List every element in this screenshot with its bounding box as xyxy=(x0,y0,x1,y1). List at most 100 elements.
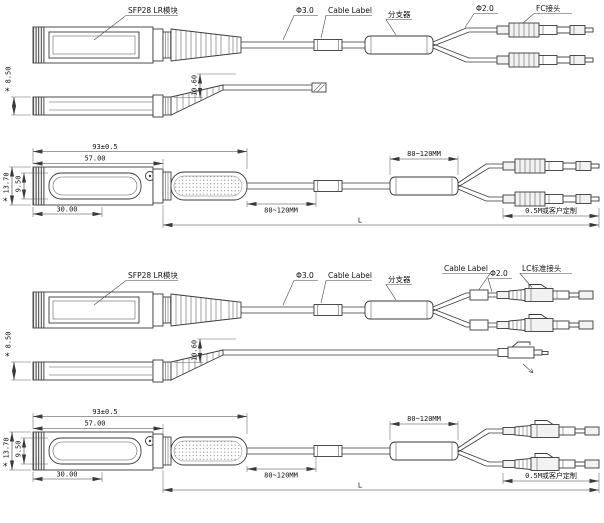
ext-overall-module xyxy=(32,413,248,434)
callout-splitter: 分支器 xyxy=(388,9,411,19)
lc-branch-fibers xyxy=(432,292,497,328)
lc-connector-lower xyxy=(496,314,594,332)
dim-inner-width: 9.50 xyxy=(15,176,23,193)
dim-housing-length: 57.00 xyxy=(84,420,105,428)
leader-cable-label2 xyxy=(442,273,491,290)
lc-side-view: 10.60 8.50 * xyxy=(5,332,549,383)
lc-boot-top-view xyxy=(170,293,242,327)
dim-overall-module: 93±0.5 xyxy=(92,408,117,416)
lc-boot-dim-view xyxy=(170,436,248,466)
callout-connector: FC接头 xyxy=(536,3,561,13)
fc-boot-dim-view xyxy=(170,171,248,201)
fc-cable-label-sleeve xyxy=(313,39,343,51)
fc-connector-lower xyxy=(496,52,594,68)
fc-dim-label-sleeve xyxy=(313,180,343,192)
dim-front-length: 30.00 xyxy=(56,471,77,479)
lc-dim-branch-fibers xyxy=(457,428,503,467)
fc-module-dim-view xyxy=(32,166,172,206)
lc-branch-sleeve-lower xyxy=(469,319,489,331)
lc-main-cable xyxy=(241,306,365,314)
dim-front-length: 30.00 xyxy=(56,206,77,214)
leader-module xyxy=(93,15,178,41)
lc-branch-sleeve-upper xyxy=(469,289,489,301)
dim-branch-length: 80~120MM xyxy=(407,415,441,423)
leader-splitter xyxy=(385,19,412,36)
dim-module-height-star: * xyxy=(5,87,10,97)
dim-module-height: 8.50 xyxy=(5,67,13,84)
lc-dim-splitter xyxy=(389,441,459,461)
lc-dim-cable xyxy=(247,447,390,455)
callout-cable-diameter: Φ3.0 xyxy=(296,271,314,280)
ext-label-distance xyxy=(246,457,317,472)
dim-total-length: L xyxy=(358,217,362,225)
fc-connector-upper xyxy=(496,22,594,38)
callout-cable-label2: Cable Label xyxy=(444,264,488,273)
dim-module-width-star: * xyxy=(3,462,8,472)
dim-inner-width: 9.50 xyxy=(15,441,23,458)
lc-dim-connector-lower xyxy=(502,453,600,471)
dim-module-width: 13.70 xyxy=(3,172,11,193)
callout-cable-label: Cable Label xyxy=(328,271,372,280)
fc-dim-splitter xyxy=(389,176,459,196)
callout-cable-diameter: Φ3.0 xyxy=(296,6,314,15)
lc-side-latch xyxy=(511,341,531,348)
dim-tail-length: 0.5M或客户定制 xyxy=(525,206,577,215)
fc-boot-top-view xyxy=(170,28,242,62)
fc-module-top-view xyxy=(32,26,172,64)
callout-cable-label: Cable Label xyxy=(328,6,372,15)
lc-side-connector-body xyxy=(507,346,535,359)
fc-dim-branch-fibers xyxy=(457,163,503,202)
lc-top-view: SFP28 LR模块 Φ3.0 Cable Label 分支器 Cable La… xyxy=(32,263,594,332)
leader-cable-label xyxy=(320,280,372,304)
lc-cable-label-sleeve xyxy=(313,304,343,316)
fc-dim-connector-upper xyxy=(502,158,600,174)
callout-splitter: 分支器 xyxy=(388,274,411,284)
leader-cable-label xyxy=(320,15,372,39)
leader-cable-diameter xyxy=(282,280,318,306)
callout-module: SFP28 LR模块 xyxy=(128,270,178,280)
dim-label-distance: 80~120MM xyxy=(264,207,298,215)
fc-side-view: 10.60 8.50 * xyxy=(5,67,327,118)
dim-total-length: L xyxy=(358,482,362,490)
dim-module-width: 13.70 xyxy=(3,437,11,458)
lc-module-top-view xyxy=(32,291,172,329)
lc-module-side-view xyxy=(32,359,172,383)
dim-tail-length: 0.5M或客户定制 xyxy=(525,471,577,480)
callout-connector: LC标准接头 xyxy=(522,263,562,273)
dim-module-height: 8.50 xyxy=(5,332,13,349)
leader-cable-diameter xyxy=(282,15,318,41)
leader-splitter xyxy=(385,284,412,301)
fc-cable-break-block xyxy=(311,82,327,93)
fc-dimensioned-view: 93±0.5 57.00 80~120MM 13.70 * 9.50 30.00… xyxy=(3,143,600,228)
dim-branch-length: 80~120MM xyxy=(407,150,441,158)
fc-module-side-view xyxy=(32,94,172,118)
dim-overall-module: 93±0.5 xyxy=(92,143,117,151)
fc-dim-connector-lower xyxy=(502,191,600,207)
fc-assembly: SFP28 LR模块 Φ3.0 Cable Label 分支器 Φ2.0 FC接… xyxy=(3,3,600,228)
lc-dim-label-sleeve xyxy=(313,445,343,457)
fc-branch-fibers xyxy=(432,27,497,63)
fc-top-view: SFP28 LR模块 Φ3.0 Cable Label 分支器 Φ2.0 FC接… xyxy=(32,3,594,68)
lc-side-crimp xyxy=(497,348,509,357)
dim-module-height-star: * xyxy=(5,352,10,362)
dim-label-distance: 80~120MM xyxy=(264,472,298,480)
fc-cable-break-hatch xyxy=(313,83,325,92)
lc-side-cable xyxy=(223,349,498,356)
fc-splitter-body xyxy=(364,35,434,55)
dim-boot-height: 10.60 xyxy=(191,75,199,96)
lc-assembly: SFP28 LR模块 Φ3.0 Cable Label 分支器 Cable La… xyxy=(3,263,600,493)
fc-side-cable xyxy=(223,84,312,91)
dim-module-width-star: * xyxy=(3,197,8,207)
callout-module: SFP28 LR模块 xyxy=(128,5,178,15)
fc-dim-cable xyxy=(247,182,390,190)
ext-overall-module xyxy=(32,148,248,169)
lc-connector-upper xyxy=(496,284,594,302)
lc-module-dim-view xyxy=(32,431,172,471)
fc-main-cable xyxy=(241,41,365,49)
callout-fiber-diameter: Φ2.0 xyxy=(476,4,494,13)
dim-housing-length: 57.00 xyxy=(84,155,105,163)
dim-boot-height: 10.60 xyxy=(191,340,199,361)
lc-side-ferrule xyxy=(533,349,543,356)
